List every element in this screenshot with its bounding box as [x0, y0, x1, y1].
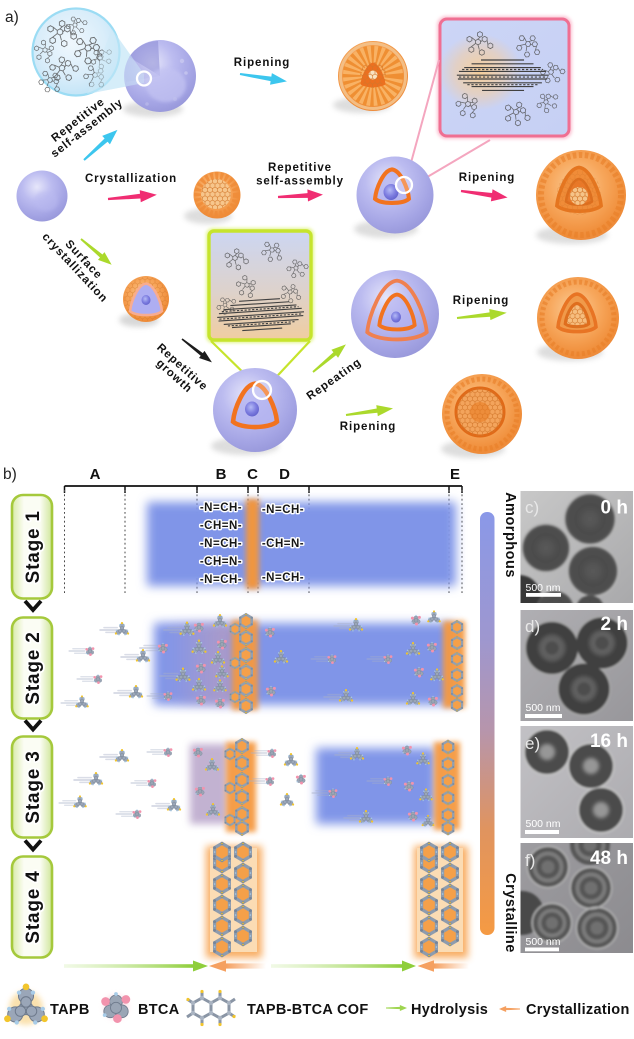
svg-text:-CH=N-: -CH=N-	[200, 520, 242, 532]
svg-text:Hydrolysis: Hydrolysis	[411, 1002, 488, 1018]
svg-text:Stage 1: Stage 1	[23, 510, 44, 583]
svg-text:-N=CH-: -N=CH-	[200, 574, 242, 586]
svg-text:2 h: 2 h	[601, 614, 628, 635]
svg-text:500 nm: 500 nm	[526, 936, 561, 948]
svg-text:16 h: 16 h	[590, 731, 628, 752]
svg-text:500 nm: 500 nm	[526, 582, 561, 594]
svg-text:TAPB-BTCA COF: TAPB-BTCA COF	[247, 1002, 369, 1018]
svg-text:500 nm: 500 nm	[526, 818, 561, 830]
svg-text:Stage 2: Stage 2	[23, 631, 44, 704]
svg-text:c): c)	[525, 498, 539, 517]
svg-text:Crystallization: Crystallization	[85, 173, 177, 185]
svg-text:D: D	[279, 466, 290, 483]
svg-text:48 h: 48 h	[590, 848, 628, 869]
svg-text:-N=CH-: -N=CH-	[200, 502, 242, 514]
svg-text:d): d)	[525, 617, 540, 636]
svg-text:500 nm: 500 nm	[526, 702, 561, 714]
svg-text:0 h: 0 h	[601, 498, 628, 519]
svg-text:b): b)	[3, 466, 17, 483]
svg-text:Stage 4: Stage 4	[23, 870, 44, 943]
svg-text:-N=CH-: -N=CH-	[262, 504, 304, 516]
svg-text:a): a)	[5, 9, 19, 26]
svg-text:e): e)	[525, 734, 540, 753]
svg-text:Crystalline: Crystalline	[502, 873, 518, 953]
svg-text:B: B	[216, 466, 227, 483]
svg-text:-N=CH-: -N=CH-	[200, 538, 242, 550]
svg-text:A: A	[90, 466, 101, 483]
svg-text:Amorphous: Amorphous	[502, 492, 518, 578]
svg-text:self-assembly: self-assembly	[256, 176, 344, 188]
svg-text:f): f)	[525, 851, 535, 870]
svg-text:C: C	[247, 466, 258, 483]
svg-text:Ripening: Ripening	[453, 295, 509, 307]
svg-text:Ripening: Ripening	[459, 172, 515, 184]
svg-text:Ripening: Ripening	[234, 57, 290, 69]
svg-text:Ripening: Ripening	[340, 421, 396, 433]
svg-text:Repetitive: Repetitive	[268, 162, 332, 174]
svg-text:BTCA: BTCA	[138, 1002, 180, 1018]
svg-text:-N=CH-: -N=CH-	[262, 572, 304, 584]
svg-text:Stage 3: Stage 3	[23, 750, 44, 823]
svg-text:-CH=N-: -CH=N-	[200, 556, 242, 568]
svg-text:-CH=N-: -CH=N-	[262, 538, 304, 550]
svg-text:E: E	[450, 466, 460, 483]
svg-text:TAPB: TAPB	[50, 1002, 90, 1018]
svg-text:Crystallization: Crystallization	[526, 1002, 630, 1018]
